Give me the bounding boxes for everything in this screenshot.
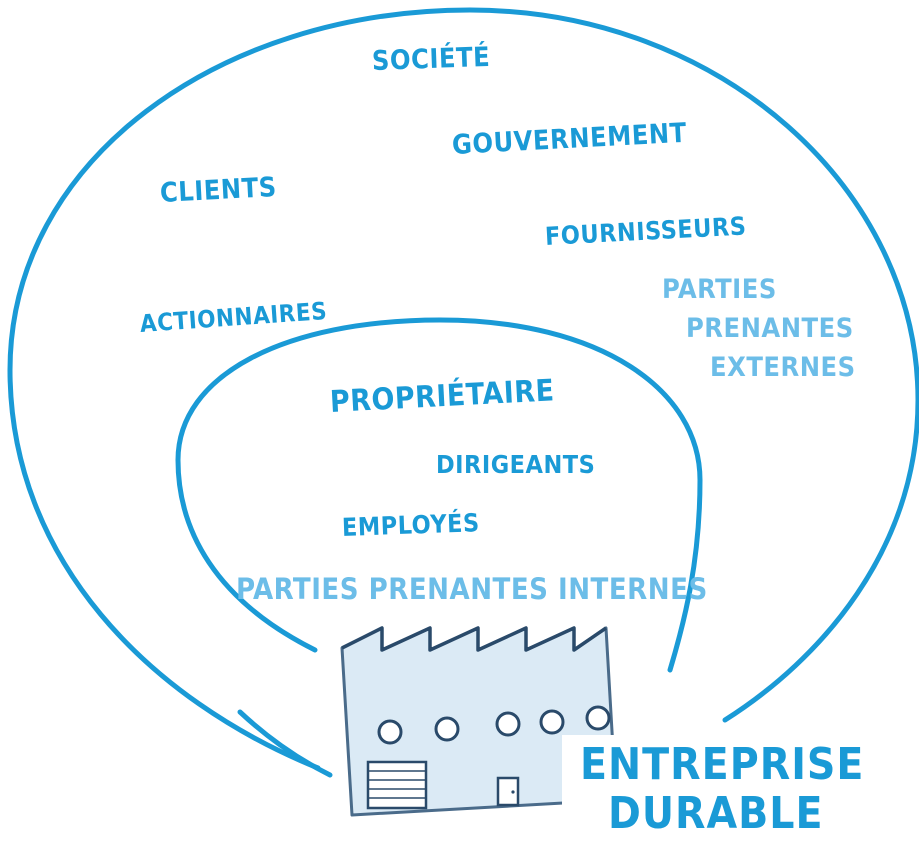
outer-circle [7,7,919,771]
label-parties-internes: PARTIES PRENANTES INTERNES [236,572,708,606]
factory-window [434,716,460,742]
factory-icon [340,626,618,817]
label-clients: CLIENTS [159,171,278,209]
inner-circle [175,317,703,673]
factory-garage-door [366,760,428,810]
label-durable: DURABLE [608,788,824,839]
label-parties-externes-1: PARTIES [662,274,777,305]
factory-door [496,776,520,807]
factory-window [585,705,611,731]
factory-window [495,711,521,737]
label-entreprise: ENTREPRISE [580,739,865,790]
label-parties-externes-2: PRENANTES [686,313,854,344]
label-dirigeants: DIRIGEANTS [436,450,596,479]
factory-roof [341,626,607,652]
label-backdrop [562,735,808,843]
label-societe: SOCIÉTÉ [371,41,491,77]
outer-bubble-tail [237,709,333,778]
label-parties-externes-3: EXTERNES [710,352,856,383]
factory-window [377,719,403,745]
factory-window [539,709,565,735]
label-employes: EMPLOYÉS [341,508,481,542]
